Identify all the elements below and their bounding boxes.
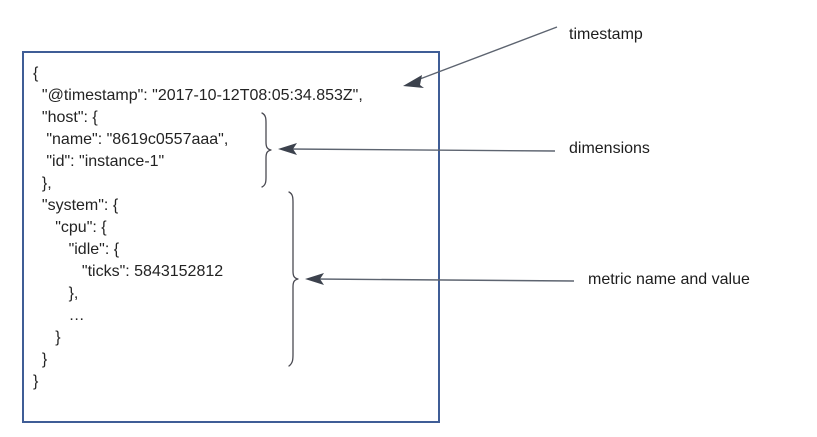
json-code-block: { "@timestamp": "2017-10-12T08:05:34.853… bbox=[33, 63, 363, 393]
json-line-host-id: "id": "instance-1" bbox=[33, 153, 165, 170]
json-line-host-close: }, bbox=[33, 175, 52, 192]
json-line-system-open: "system": { bbox=[33, 197, 119, 214]
json-line-ellipsis: … bbox=[33, 307, 85, 324]
json-line-cpu-open: "cpu": { bbox=[33, 219, 107, 236]
json-line-cpu-close: } bbox=[33, 329, 61, 346]
json-line-idle-close: }, bbox=[33, 285, 79, 302]
annotation-label-timestamp: timestamp bbox=[569, 26, 643, 43]
json-line-root-close: } bbox=[33, 373, 39, 390]
annotation-label-dimensions: dimensions bbox=[569, 140, 650, 157]
annotation-label-metric: metric name and value bbox=[588, 271, 750, 288]
json-line-idle-open: "idle": { bbox=[33, 241, 120, 258]
json-line-host-open: "host": { bbox=[33, 109, 98, 126]
json-line: { bbox=[33, 65, 39, 82]
json-line-timestamp: "@timestamp": "2017-10-12T08:05:34.853Z"… bbox=[33, 87, 363, 104]
json-line-host-name: "name": "8619c0557aaa", bbox=[33, 131, 229, 148]
json-line-ticks: "ticks": 5843152812 bbox=[33, 263, 224, 280]
json-line-system-close: } bbox=[33, 351, 48, 368]
json-document-box: { "@timestamp": "2017-10-12T08:05:34.853… bbox=[22, 51, 440, 423]
